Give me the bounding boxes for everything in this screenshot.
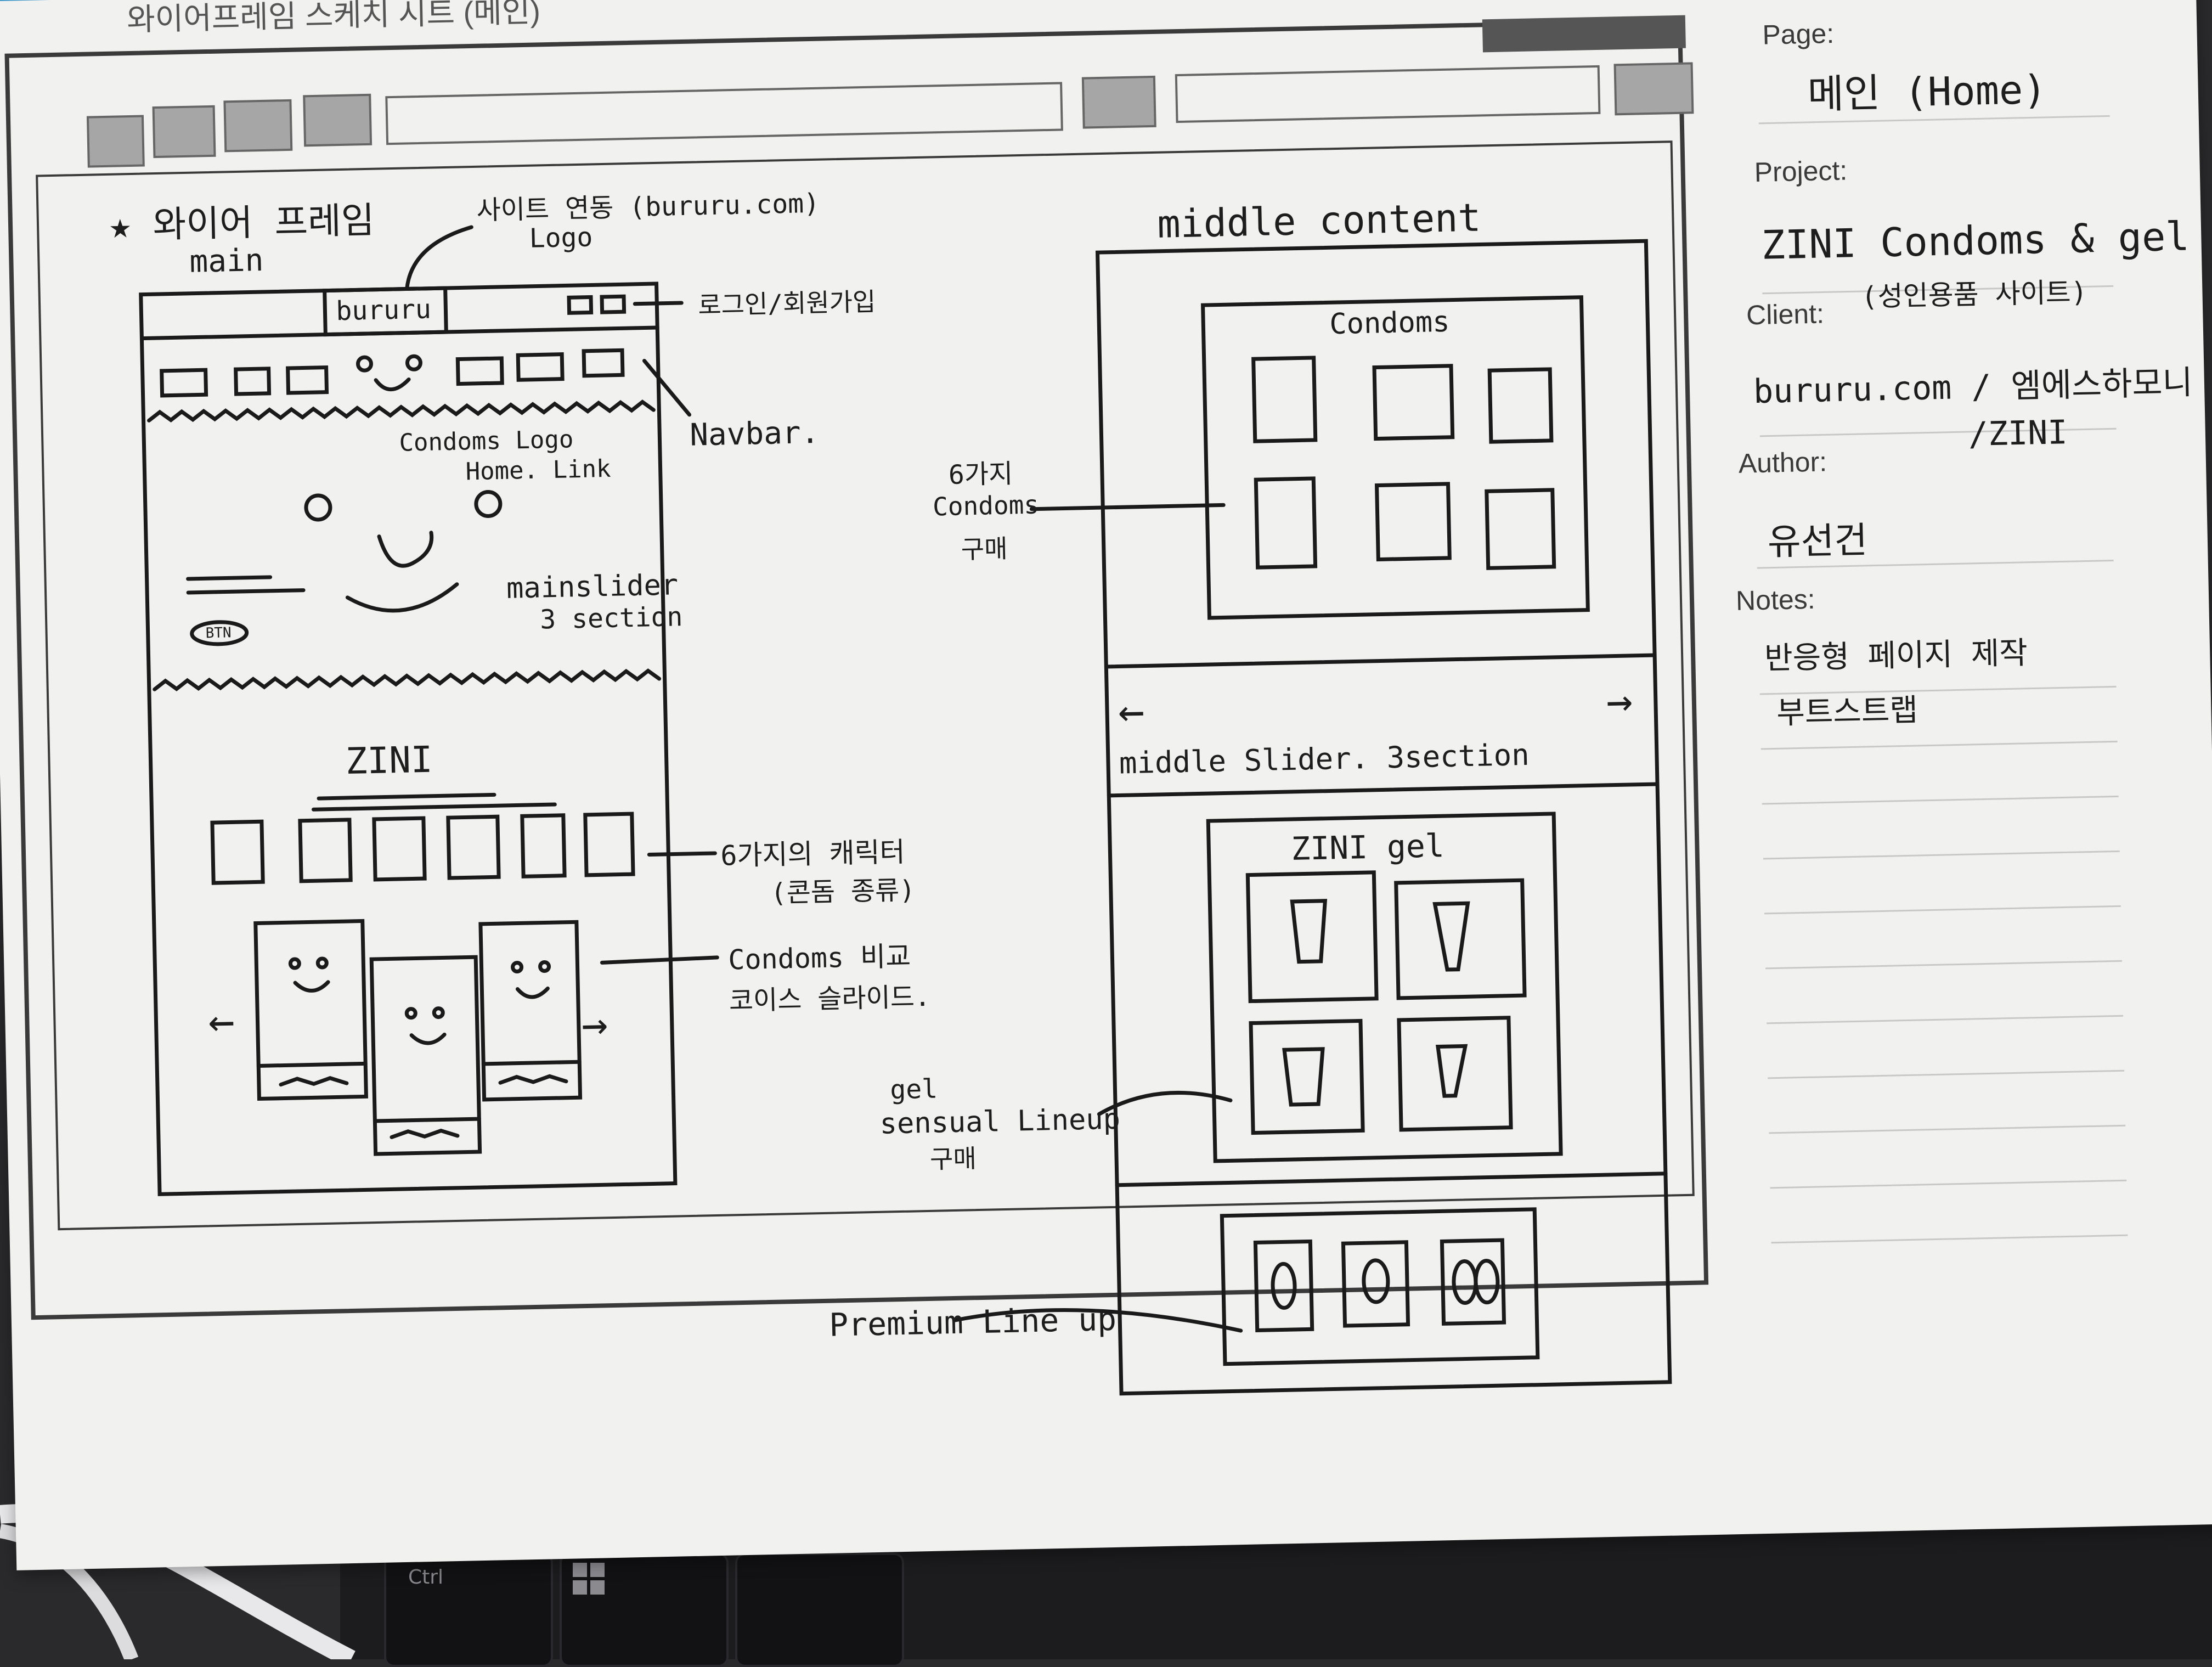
annotation-condom-types: (콘돔 종류) — [770, 875, 916, 909]
annotation-site-link: 사이트 연동 (bururu.com) — [476, 188, 820, 226]
wireframe-subtitle: main — [189, 242, 264, 280]
premium-box — [1220, 1207, 1540, 1366]
gel-box — [1206, 812, 1563, 1163]
logo-box-label: bururu — [335, 294, 432, 327]
login-box — [567, 295, 594, 315]
sketch-drawing — [4, 15, 2128, 1396]
condoms-box — [1201, 295, 1590, 620]
notes-bootstrap: 부트스트랩 — [1776, 692, 1918, 731]
annotation-login: 로그인/회원가입 — [697, 286, 876, 320]
annotation-navbar: Navbar. — [689, 414, 820, 453]
windows-key — [560, 1553, 729, 1667]
project-label: Project: — [1754, 155, 1848, 188]
annotation-characters: 6가지의 캐릭터 — [720, 836, 906, 872]
middle-slider-right-arrow-icon: → — [1605, 674, 1633, 727]
client-value-sub: /ZINI — [1968, 413, 2068, 454]
annotation-mainslider: mainslider — [506, 568, 679, 605]
annotation-logo: Logo — [529, 222, 593, 254]
annotation-choice-slide: 코이스 슬라이드. — [729, 981, 931, 1017]
middle-content-title: middle content — [1156, 195, 1482, 247]
middle-slider-left-arrow-icon: ← — [1118, 685, 1146, 737]
address-bar — [385, 82, 1063, 145]
ctrl-key: Ctrl — [384, 1553, 553, 1667]
annotation-condoms-compare: Condoms 비교 — [727, 940, 911, 976]
condoms-title: Condoms — [1329, 305, 1451, 341]
zini-gel-title: ZINI gel — [1290, 827, 1445, 868]
browser-content-area — [36, 140, 1695, 1231]
annotation-condoms-logo: Condoms Logo — [398, 425, 574, 457]
author-label: Author: — [1738, 446, 1827, 479]
annotation-home-link: Home. Link — [465, 454, 612, 486]
right-page-outline — [1095, 239, 1672, 1396]
annotation-six-types: 6가지 — [948, 458, 1013, 491]
zini-title: ZINI — [345, 738, 433, 783]
annotation-sensual-lineup: sensual Lineup — [879, 1102, 1121, 1141]
annotation-gel: gel — [889, 1073, 938, 1106]
notes-label: Notes: — [1735, 583, 1816, 616]
left-arrow-icon: ← — [207, 995, 235, 1047]
browser-frame — [4, 18, 1709, 1320]
wireframe-title: ★ 와이어 프레임 — [109, 199, 375, 247]
project-value-sub: (성인용품 사이트) — [1860, 276, 2088, 313]
client-value: bururu.com / 엠에스하모니 — [1753, 363, 2193, 412]
search-bar — [1175, 65, 1601, 123]
signup-box — [600, 294, 627, 314]
author-value: 유선건 — [1767, 519, 1868, 564]
page-label: Page: — [1762, 18, 1835, 50]
alt-key — [735, 1553, 904, 1667]
windows-icon — [573, 1563, 605, 1595]
ctrl-key-label: Ctrl — [408, 1566, 444, 1589]
client-label: Client: — [1746, 298, 1825, 331]
slider-button-label: BTN — [205, 624, 232, 642]
annotation-buy: 구매 — [961, 533, 1008, 565]
annotation-gel-buy: 구매 — [929, 1144, 977, 1174]
notes-responsive: 반응형 페이지 제작 — [1764, 635, 2028, 677]
right-arrow-icon: → — [580, 998, 608, 1050]
wireframe-sketch-sheet: 와이어프레임 스케치 시트 (메인) — [0, 0, 2212, 1570]
logo-box — [323, 286, 448, 337]
annotation-condoms: Condoms — [932, 489, 1040, 522]
annotation-premium-lineup: Premium Line up — [828, 1300, 1117, 1344]
page-value: 메인 (Home) — [1807, 66, 2047, 117]
project-value: ZINI Condoms & gel — [1760, 213, 2190, 268]
annotation-mainslider-sections: 3 section — [539, 601, 683, 635]
